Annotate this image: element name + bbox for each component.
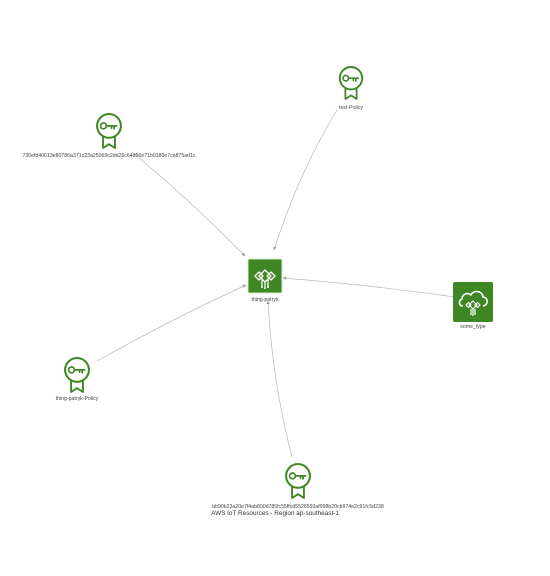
node-thing-type[interactable]: some_type	[453, 282, 493, 330]
policy-key-certificate-icon	[338, 66, 364, 100]
node-thing[interactable]: thing-patryk	[247, 258, 283, 303]
edge-thing-policy-to-thing	[96, 284, 247, 362]
diagram-caption: AWS IoT Resources - Region ap-southeast-…	[211, 510, 339, 517]
certificate-key-icon	[96, 112, 122, 150]
certificate-key-icon	[285, 462, 311, 500]
iot-thing-icon	[247, 258, 283, 294]
edge-certificate-bottom-to-thing	[266, 300, 293, 458]
node-label-thing-type: some_type	[460, 324, 485, 330]
node-label-certificate-bottom: bb90b23a20e7f4ab800d785fc55ffcd5526593af…	[212, 504, 384, 510]
edge-certificate-top-to-thing	[131, 151, 246, 257]
edge-thing-type-to-thing	[282, 276, 456, 298]
node-label-thing-policy: thing-patryk-Policy	[56, 396, 99, 402]
node-thing-policy[interactable]: thing-patryk-Policy	[56, 356, 99, 402]
node-test-policy[interactable]: test-Policy	[338, 66, 364, 111]
node-label-thing: thing-patryk	[251, 297, 279, 303]
policy-key-certificate-icon	[64, 356, 90, 394]
iot-thing-type-cloud-icon	[453, 282, 493, 322]
node-certificate-top[interactable]: 730efd40613e80786a371c23a25069c2dd26c64d…	[22, 112, 196, 159]
edge-test-policy-to-thing	[273, 109, 338, 251]
node-certificate-bottom[interactable]: bb90b23a20e7f4ab800d785fc55ffcd5526593af…	[212, 462, 384, 510]
node-label-test-policy: test-Policy	[339, 105, 363, 111]
edges	[96, 109, 456, 458]
node-label-certificate-top: 730efd40613e80786a371c23a25069c2dd26c64d…	[22, 153, 195, 159]
